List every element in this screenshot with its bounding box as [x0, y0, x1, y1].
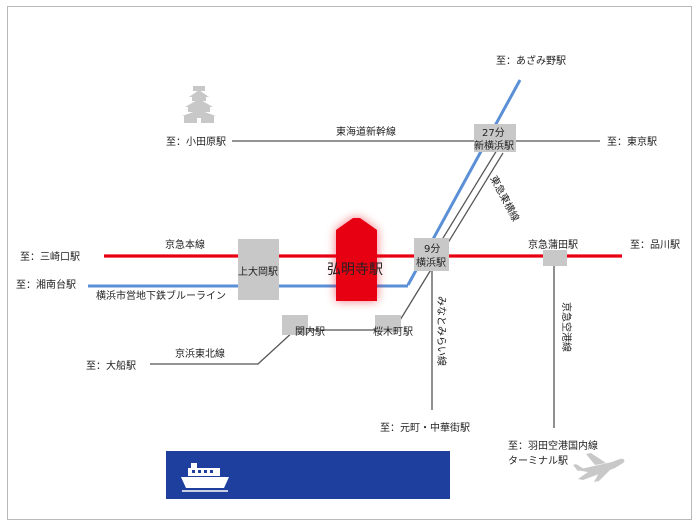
- dest-haneda-2: ターミナル駅: [508, 455, 568, 467]
- station-gumyoji-highlight[interactable]: [336, 218, 377, 301]
- station-yokohama-box[interactable]: [414, 238, 449, 271]
- line-toyoko-label: 東急東横線: [487, 173, 522, 223]
- dest-misakiguchi: 至：三崎口駅: [20, 250, 80, 263]
- toyoko-line-a: [439, 149, 498, 244]
- station-kannai-label: 関内駅: [295, 325, 325, 338]
- line-airport-label: 京急空港線: [560, 302, 573, 352]
- station-shinyokohama-time: 27分: [482, 127, 505, 139]
- station-kamiooka-label: 上大岡駅: [238, 265, 278, 278]
- line-subway-blue-label: 横浜市営地下鉄ブルーライン: [96, 289, 226, 302]
- station-sakuragicho-label: 桜木町駅: [373, 325, 413, 338]
- station-gumyoji-label: 弘明寺駅: [327, 262, 383, 278]
- line-shinkansen-label: 東海道新幹線: [336, 125, 396, 138]
- station-kannai-box[interactable]: [282, 315, 308, 335]
- line-minatomirai-label: みなとみらい線: [435, 296, 448, 366]
- castle-icon: [182, 86, 216, 123]
- dest-motomachi: 至：元町・中華街駅: [380, 421, 470, 434]
- dest-ofuna: 至：大船駅: [86, 359, 136, 372]
- dest-odawara: 至：小田原駅: [166, 136, 226, 148]
- station-shinyokohama-label: 新横浜駅: [474, 139, 514, 152]
- dest-shinagawa: 至：品川駅: [630, 239, 680, 251]
- station-yokohama-time: 9分: [424, 243, 440, 255]
- station-shinyokohama-box[interactable]: [474, 124, 516, 152]
- station-sakuragicho-box[interactable]: [375, 315, 401, 332]
- airplane-icon: [573, 453, 625, 482]
- dest-azamino: 至：あざみ野駅: [496, 54, 566, 67]
- dest-haneda-1: 至：羽田空港国内線: [508, 439, 598, 452]
- station-keikyu-kamata-label: 京急蒲田駅: [528, 238, 578, 251]
- dest-tokyo: 至：東京駅: [607, 135, 657, 148]
- line-keikyu-main-label: 京急本線: [165, 238, 205, 251]
- ship-icon: [181, 463, 229, 492]
- line-keihin-tohoku-label: 京浜東北線: [175, 347, 225, 360]
- toyoko-line-b: [445, 152, 504, 247]
- station-keikyu-kamata-box[interactable]: [543, 250, 567, 266]
- station-yokohama-label: 横浜駅: [416, 256, 446, 269]
- dest-shonandai: 至：湘南台駅: [16, 278, 76, 291]
- station-kamiooka-box[interactable]: [238, 239, 279, 300]
